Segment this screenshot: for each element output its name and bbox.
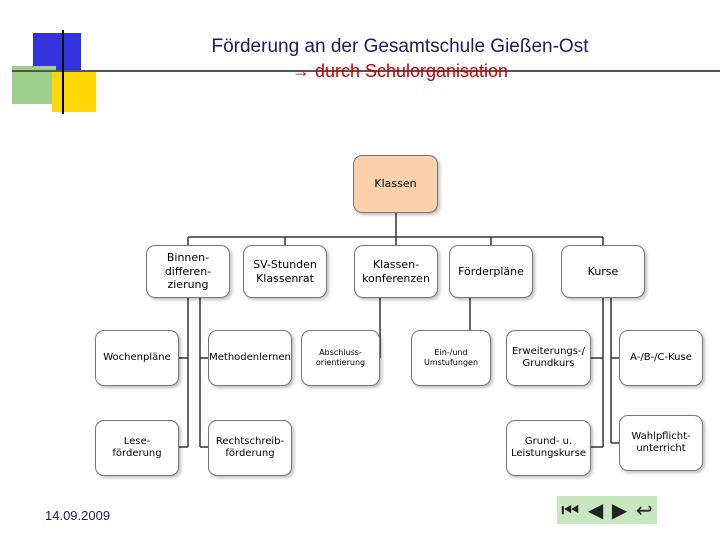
decor-yellow-square bbox=[52, 72, 96, 112]
org-node-wahlpflichtunterricht: Wahlpflicht- unterricht bbox=[619, 415, 703, 471]
org-node-klassenkonferenzen: Klassen- konferenzen bbox=[354, 245, 438, 298]
slide-subtitle: → durch Schulorganisation bbox=[140, 61, 660, 82]
subtitle-text: durch Schulorganisation bbox=[314, 61, 509, 81]
org-node-rechtschreibfoerderung: Rechtschreib- förderung bbox=[208, 420, 292, 476]
org-node-leistungskurse: Grund- u. Leistungskurse bbox=[506, 420, 591, 476]
org-node-umstufungen: Ein-/und Umstufungen bbox=[411, 330, 491, 386]
org-node-methodenlernen: Methodenlernen bbox=[208, 330, 292, 386]
decor-vertical-line bbox=[62, 30, 64, 114]
slide-title: Förderung an der Gesamtschule Gießen-Ost bbox=[211, 36, 589, 57]
org-node-lesefoerderung: Lese- förderung bbox=[95, 420, 179, 476]
org-node-foerderplaene: Förderpläne bbox=[449, 245, 533, 298]
decor-green-square bbox=[12, 66, 56, 104]
org-node-abc-kurse: A-/B-/C-Kuse bbox=[619, 330, 703, 386]
previous-slide-icon[interactable]: ◀ bbox=[587, 498, 604, 522]
slide-navigation: ⏮ ◀ ▶ ↩ bbox=[557, 496, 657, 524]
decor-horizontal-line bbox=[12, 70, 720, 72]
org-node-erweiterungskurs: Erweiterungs-/ Grundkurs bbox=[506, 330, 591, 386]
footer-date: 14.09.2009 bbox=[45, 508, 111, 523]
org-node-wochenplaene: Wochenpläne bbox=[95, 330, 179, 386]
arrow-right-icon: → bbox=[291, 61, 310, 81]
org-node-kurse: Kurse bbox=[561, 245, 645, 298]
next-slide-icon[interactable]: ▶ bbox=[611, 498, 628, 522]
org-node-binnendifferenzierung: Binnen- differen- zierung bbox=[146, 245, 230, 298]
org-node-sv-stunden: SV-Stunden Klassenrat bbox=[243, 245, 327, 298]
org-node-root: Klassen bbox=[353, 155, 438, 213]
org-node-abschlussorientierung: Abschluss- orientierung bbox=[301, 330, 380, 386]
first-slide-icon[interactable]: ⏮ bbox=[561, 498, 580, 522]
return-icon[interactable]: ↩ bbox=[635, 498, 653, 522]
